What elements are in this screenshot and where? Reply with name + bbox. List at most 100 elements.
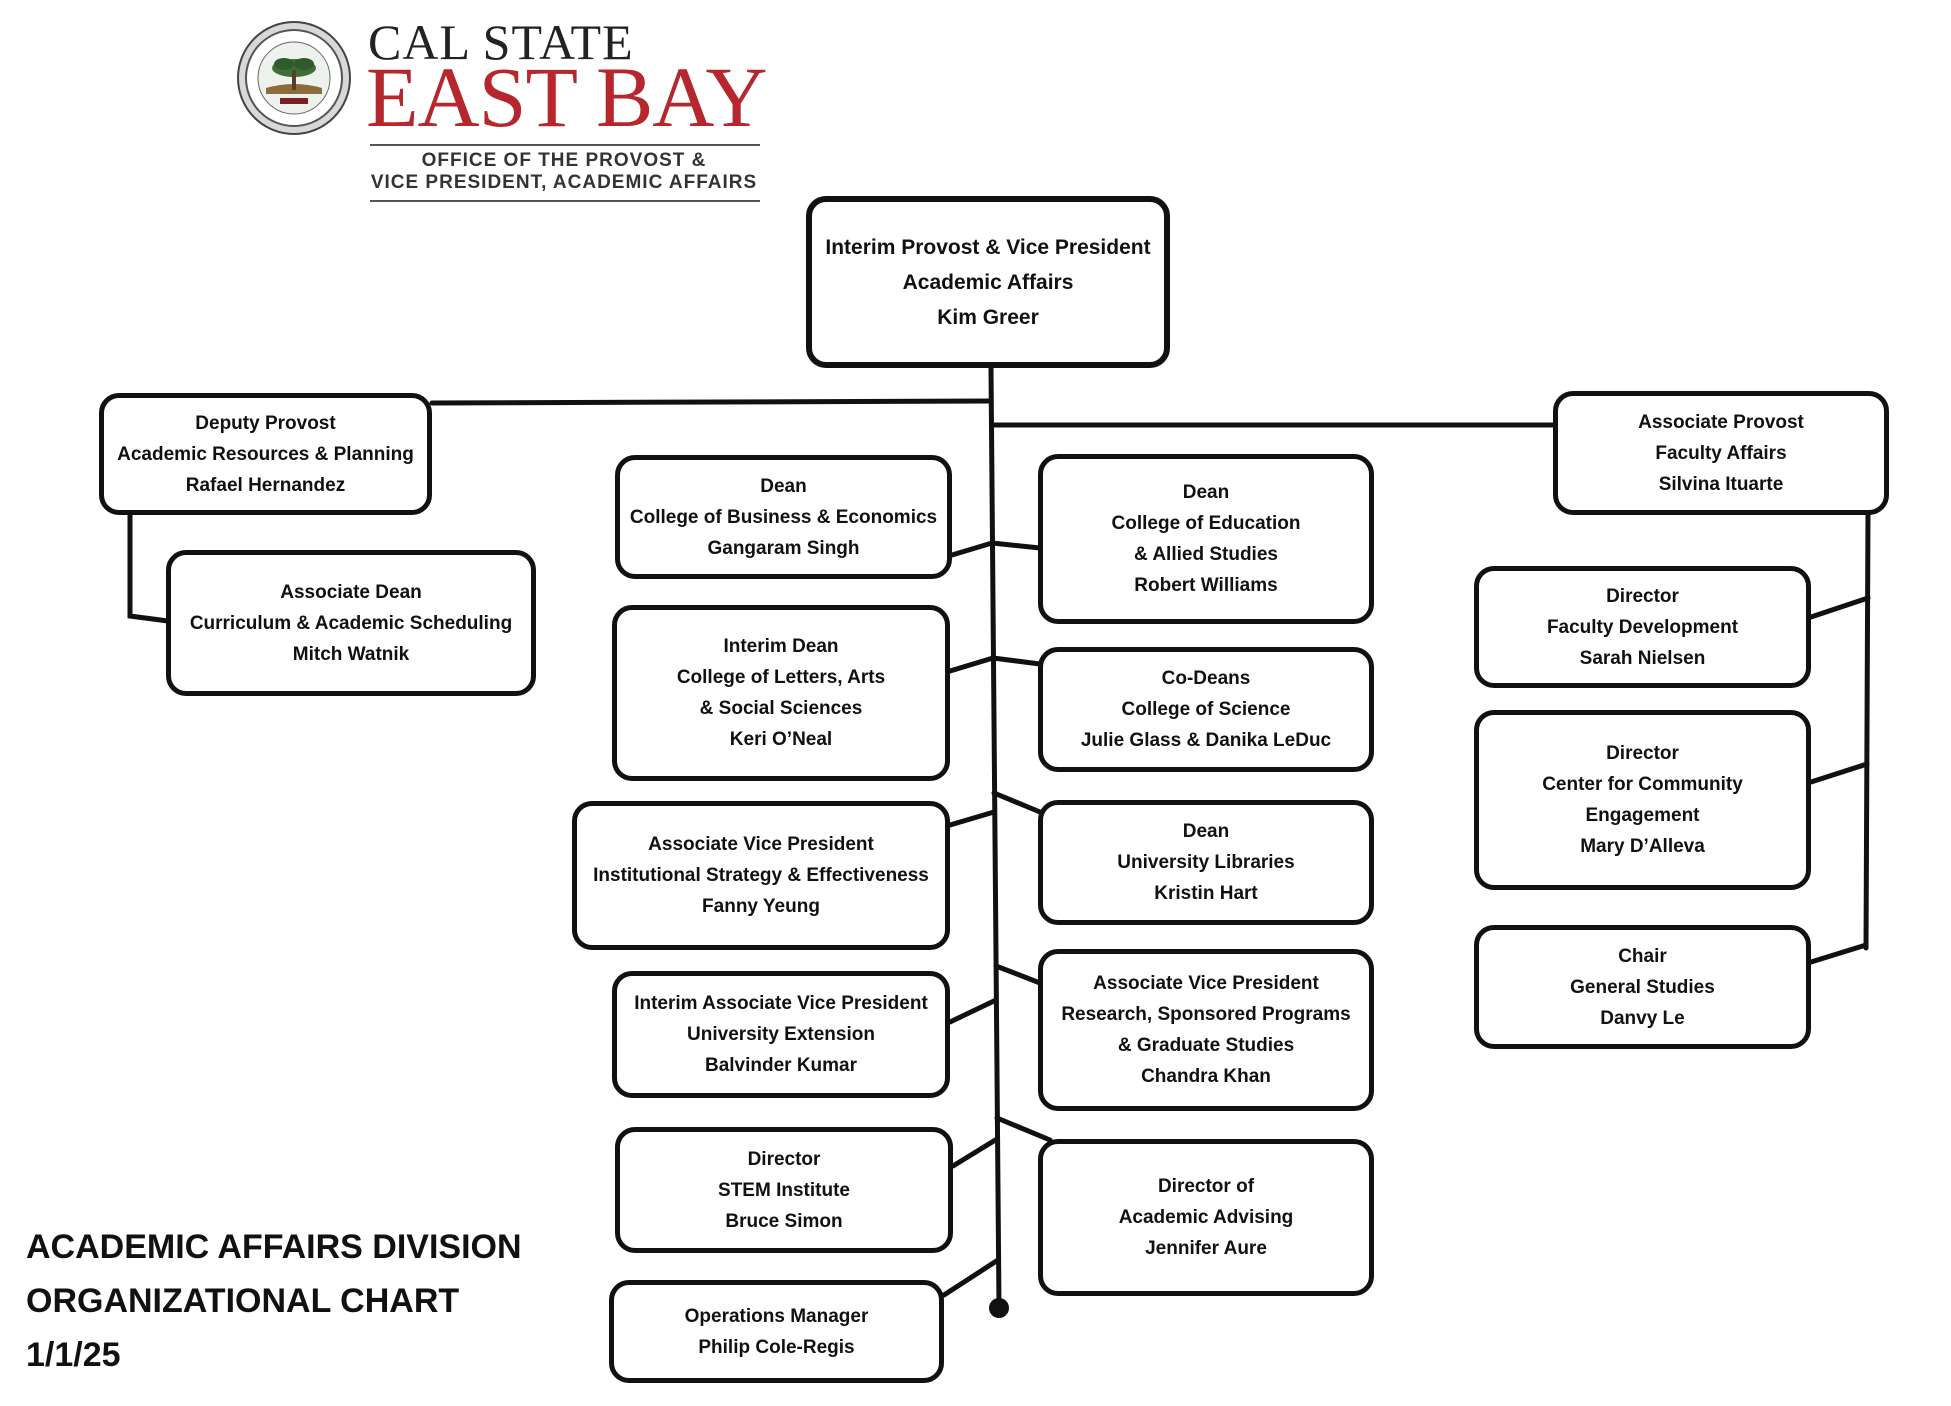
node-role: Chair: [1618, 945, 1667, 967]
node-person-name: Chandra Khan: [1141, 1066, 1271, 1087]
node-unit: General Studies: [1570, 976, 1715, 998]
node-director-stem: Director STEM Institute Bruce Simon: [615, 1127, 953, 1253]
node-role: Co-Deans: [1161, 668, 1251, 689]
node-unit: College of Business & Economics: [629, 506, 938, 528]
connector-avp-extension: [947, 997, 999, 1025]
chart-title: ACADEMIC AFFAIRS DIVISION ORGANIZATIONAL…: [26, 1220, 522, 1382]
node-unit: & Social Sciences: [699, 698, 863, 719]
node-codeans-science: Co-Deans College of Science Julie Glass …: [1038, 647, 1374, 772]
header-rule-bottom: [370, 200, 760, 202]
node-dean-business: Dean College of Business & Economics Gan…: [615, 455, 952, 579]
node-person-name: Philip Cole-Regis: [698, 1336, 855, 1358]
connector-operations-manager: [941, 1257, 1001, 1298]
node-person-name: Silvina Ituarte: [1658, 473, 1784, 495]
node-role: Dean: [1182, 821, 1230, 842]
node-role: Dean: [1182, 482, 1230, 503]
node-unit: College of Letters, Arts: [676, 667, 886, 688]
node-role: Deputy Provost: [195, 412, 336, 434]
node-unit: Academic Resources & Planning: [117, 443, 414, 465]
node-unit: University Extension: [687, 1024, 875, 1045]
node-person-name: Sarah Nielsen: [1579, 647, 1706, 669]
node-unit: Academic Affairs: [902, 270, 1074, 294]
node-person-name: Mitch Watnik: [292, 643, 410, 665]
node-role: Director of: [1157, 1176, 1255, 1197]
connector-faculty-development: [1808, 595, 1871, 620]
node-role: Associate Dean: [280, 581, 422, 603]
header-rule-top: [370, 144, 760, 146]
connector-dean-education: [989, 540, 1043, 551]
node-unit: Academic Advising: [1118, 1207, 1294, 1228]
node-avp-research: Associate Vice President Research, Spons…: [1038, 949, 1374, 1111]
node-role: Dean: [760, 475, 807, 497]
node-dean-libraries: Dean University Libraries Kristin Hart: [1038, 800, 1374, 925]
node-person-name: Kristin Hart: [1154, 883, 1258, 904]
node-operations-manager: Operations Manager Philip Cole-Regis: [609, 1280, 944, 1383]
university-seal-logo: [237, 21, 351, 135]
connector-general-studies: [1808, 942, 1869, 965]
node-unit: Center for Community: [1542, 774, 1743, 795]
node-role: Associate Provost: [1638, 411, 1804, 433]
node-director-community-engagement: Director Center for Community Engagement…: [1474, 710, 1811, 890]
trunk-end-dot: [989, 1298, 1009, 1318]
main-trunk-line: [988, 365, 1002, 1310]
node-person-name: Julie Glass & Danika LeDuc: [1080, 730, 1332, 751]
node-chair-general-studies: Chair General Studies Danvy Le: [1474, 925, 1811, 1049]
connector-dean-business: [949, 540, 995, 558]
node-role: Interim Dean: [723, 636, 839, 657]
node-unit: Engagement: [1585, 805, 1700, 826]
node-unit: Faculty Affairs: [1655, 442, 1787, 464]
right-branch-line: [1863, 509, 1871, 951]
node-unit: College of Science: [1121, 699, 1291, 720]
node-person-name: Rafael Hernandez: [185, 474, 346, 496]
node-role: Director: [1606, 743, 1679, 764]
connector-dean-libraries: [991, 790, 1043, 815]
node-avp-strategy: Associate Vice President Institutional S…: [572, 801, 950, 950]
node-role: Director: [747, 1148, 821, 1170]
node-dean-education: Dean College of Education & Allied Studi…: [1038, 454, 1374, 624]
chart-date: 1/1/25: [26, 1336, 121, 1374]
node-associate-provost: Associate Provost Faculty Affairs Silvin…: [1553, 391, 1889, 515]
node-person-name: Kim Greer: [937, 305, 1039, 329]
node-unit: & Graduate Studies: [1117, 1035, 1295, 1056]
connector-associate-dean: [127, 512, 171, 624]
node-deputy-provost: Deputy Provost Academic Resources & Plan…: [99, 393, 432, 515]
node-role: Associate Vice President: [1093, 973, 1319, 994]
node-role: Interim Associate Vice President: [634, 993, 928, 1014]
connector-director-advising: [994, 1115, 1053, 1143]
chart-title-line-1: ACADEMIC AFFAIRS DIVISION: [26, 1228, 522, 1266]
node-director-advising: Director of Academic Advising Jennifer A…: [1038, 1139, 1374, 1296]
node-role: Associate Vice President: [648, 834, 874, 855]
node-person-name: Balvinder Kumar: [704, 1055, 858, 1076]
wordmark-east-bay: EAST BAY: [366, 49, 768, 145]
node-associate-dean: Associate Dean Curriculum & Academic Sch…: [166, 550, 536, 696]
node-unit: Faculty Development: [1546, 616, 1739, 638]
node-dean-letters-arts: Interim Dean College of Letters, Arts & …: [612, 605, 950, 781]
node-provost: Interim Provost & Vice President Academi…: [806, 196, 1170, 368]
connector-director-stem: [950, 1136, 1000, 1169]
connector-avp-research: [993, 963, 1043, 986]
node-person-name: Bruce Simon: [725, 1210, 843, 1232]
office-line-2: VICE PRESIDENT, ACADEMIC AFFAIRS: [370, 172, 758, 193]
node-person-name: Mary D’Alleva: [1580, 836, 1705, 857]
node-person-name: Robert Williams: [1134, 575, 1278, 596]
connector-codeans-science: [990, 655, 1043, 667]
node-role: Director: [1606, 585, 1679, 607]
node-unit: Institutional Strategy & Effectiveness: [593, 865, 929, 886]
node-person-name: Gangaram Singh: [707, 537, 860, 559]
node-unit: University Libraries: [1117, 852, 1295, 873]
node-person-name: Fanny Yeung: [702, 896, 820, 917]
node-unit: Research, Sponsored Programs: [1061, 1004, 1351, 1025]
node-unit: & Allied Studies: [1134, 544, 1278, 565]
node-unit: Curriculum & Academic Scheduling: [189, 612, 513, 634]
connector-dean-letters: [947, 655, 996, 674]
node-director-faculty-development: Director Faculty Development Sarah Niels…: [1474, 566, 1811, 688]
node-avp-extension: Interim Associate Vice President Univers…: [612, 971, 950, 1098]
connector-deputy-provost: [429, 398, 994, 406]
node-unit: College of Education: [1111, 513, 1301, 534]
node-person-name: Keri O’Neal: [729, 729, 833, 750]
office-line-1: OFFICE OF THE PROVOST &: [421, 150, 707, 171]
node-person-name: Danvy Le: [1600, 1007, 1685, 1029]
wordmark-cal-state: CAL STATE: [368, 14, 634, 70]
chart-title-line-2: ORGANIZATIONAL CHART: [26, 1282, 460, 1320]
